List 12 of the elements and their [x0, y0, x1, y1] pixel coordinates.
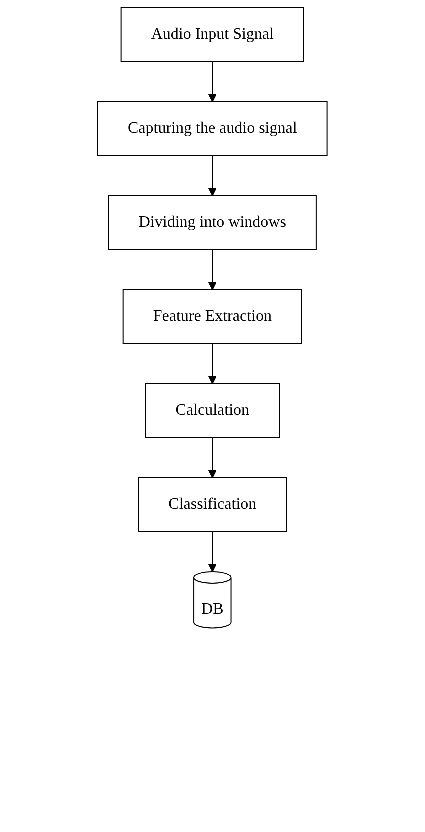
arrow — [208, 250, 217, 290]
arrow — [208, 156, 217, 196]
arrow — [208, 62, 217, 102]
node-box: Audio Input Signal — [120, 8, 304, 62]
node-box: Capturing the audio signal — [97, 102, 328, 156]
node-box: Classification — [138, 478, 287, 532]
arrow — [208, 344, 217, 384]
node-box: Feature Extraction — [122, 290, 302, 344]
node-box: Calculation — [145, 384, 280, 438]
arrow — [208, 532, 217, 572]
node-box: Dividing into windows — [108, 196, 317, 250]
arrow — [208, 438, 217, 478]
